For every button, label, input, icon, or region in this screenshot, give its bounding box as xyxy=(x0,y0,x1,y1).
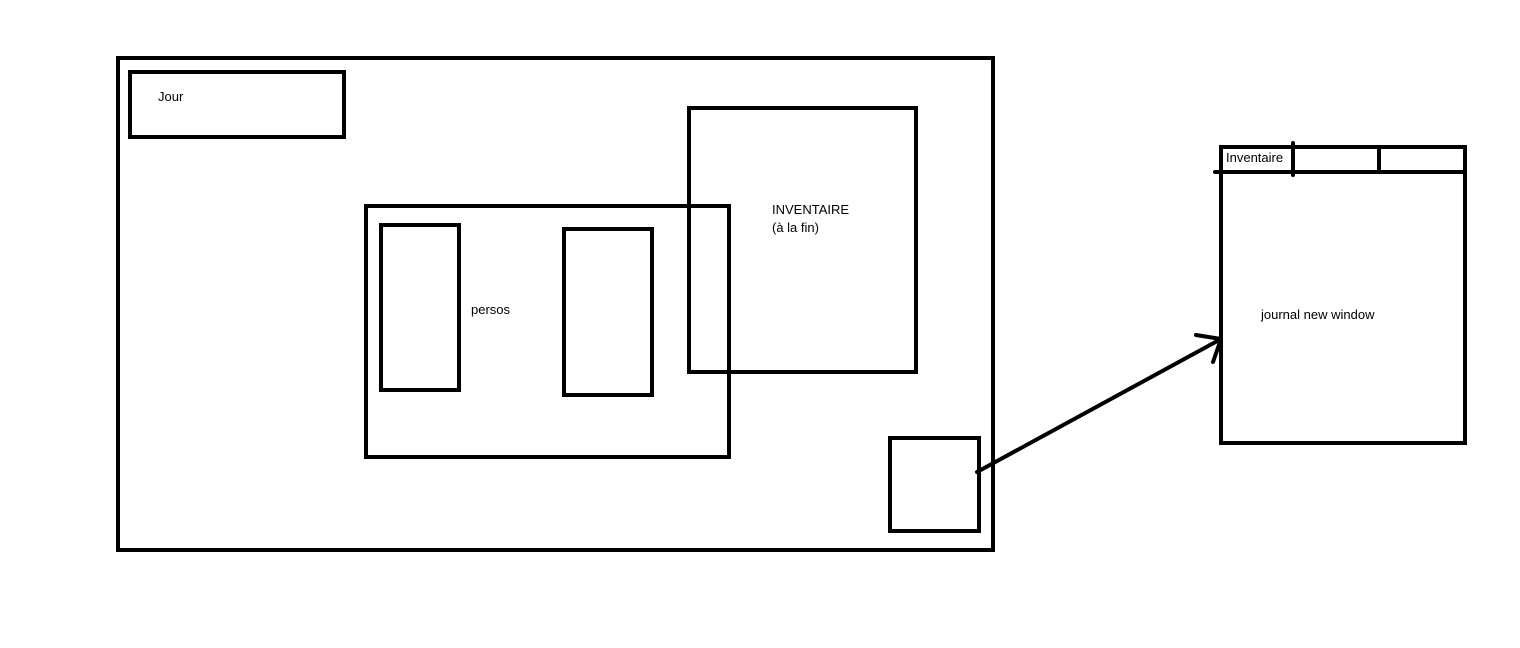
day-box xyxy=(128,70,346,139)
journal-button[interactable] xyxy=(888,436,981,533)
day-label: Jour xyxy=(158,89,184,104)
journal-window xyxy=(1219,145,1467,445)
arrow-line xyxy=(975,337,1223,474)
characters-label: persos xyxy=(471,302,511,317)
character-slot-left xyxy=(379,223,461,392)
journal-tab-inventory-label[interactable]: Inventaire xyxy=(1226,150,1284,165)
inventory-panel xyxy=(687,106,918,374)
characters-area xyxy=(364,204,731,459)
journal-window-label: journal new window xyxy=(1261,307,1375,322)
arrow-head-icon xyxy=(1194,333,1223,364)
inventory-subtitle: (à la fin) xyxy=(772,220,819,235)
character-slot-right xyxy=(562,227,654,397)
inventory-title: INVENTAIRE xyxy=(772,202,850,217)
inventory-label: INVENTAIRE (à la fin) xyxy=(772,201,849,237)
main-window xyxy=(116,56,995,552)
